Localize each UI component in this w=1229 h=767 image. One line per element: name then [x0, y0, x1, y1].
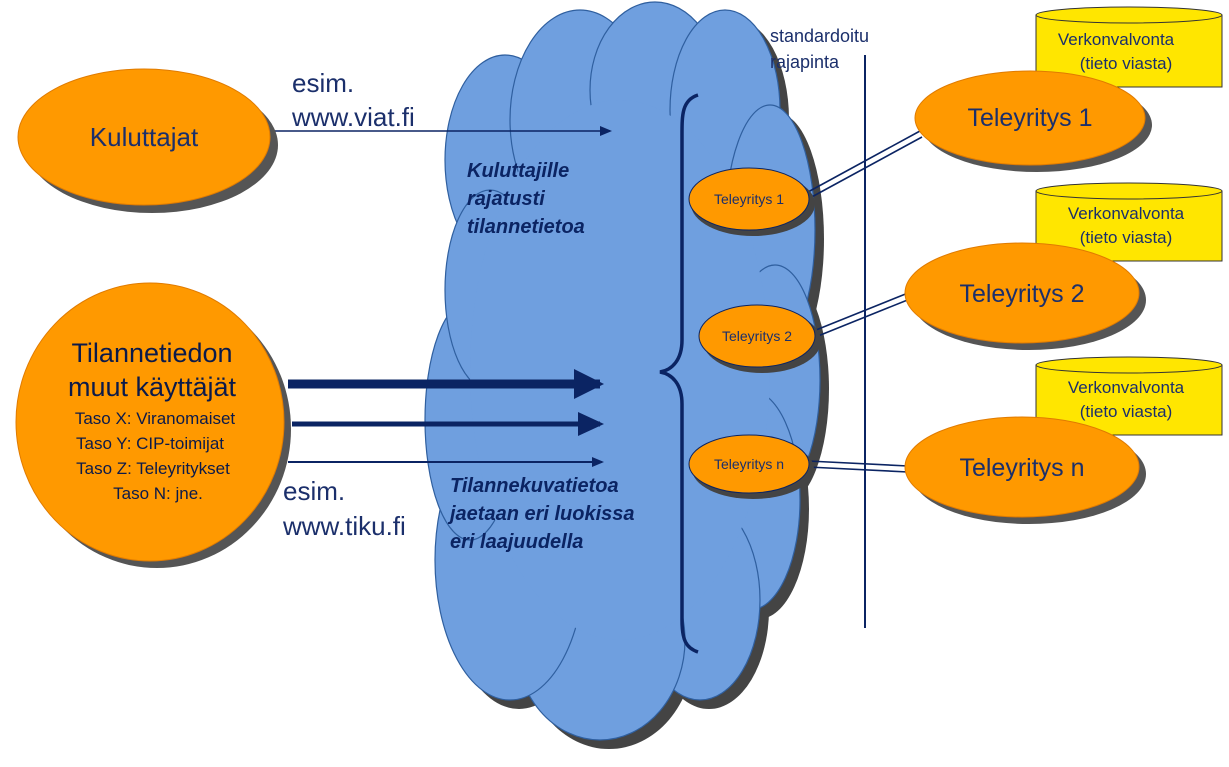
large-node-n-label: Teleyritys n [959, 454, 1084, 482]
level-y: Taso Y: CIP-toimijat [76, 434, 224, 453]
cloud-text-bottom-1: Tilannekuvatietoa [450, 475, 619, 497]
database-2-line2: (tieto viasta) [1080, 228, 1173, 247]
muut-kayttajat-title-1: Tilannetiedon [71, 338, 232, 368]
cloud-core [470, 100, 770, 640]
muut-kayttajat-title-2: muut käyttäjät [68, 372, 237, 402]
cloud [424, 1, 829, 749]
small-node-2-label: Teleyritys 2 [722, 328, 792, 344]
example-top-line1: esim. [292, 68, 354, 98]
interface-label-line2: rajapinta [770, 52, 840, 72]
small-node-n: Teleyritys n [688, 434, 814, 499]
small-node-n-label: Teleyritys n [714, 456, 784, 472]
small-node-1-label: Teleyritys 1 [714, 191, 784, 207]
connector-n [807, 460, 909, 473]
large-node-2-label: Teleyritys 2 [959, 280, 1084, 308]
database-1-line1: Verkonvalvonta [1058, 30, 1175, 49]
large-node-2: Teleyritys 2 [904, 242, 1146, 350]
large-node-1-label: Teleyritys 1 [967, 104, 1092, 132]
small-node-1: Teleyritys 1 [688, 167, 815, 236]
database-n-line2: (tieto viasta) [1080, 402, 1173, 421]
database-2-line1: Verkonvalvonta [1068, 204, 1185, 223]
small-node-2: Teleyritys 2 [698, 304, 821, 373]
kuluttajat-label: Kuluttajat [90, 122, 199, 152]
level-n: Taso N: jne. [113, 484, 203, 503]
curly-brace [659, 93, 699, 654]
database-n-line1: Verkonvalvonta [1068, 378, 1185, 397]
connector-1 [807, 130, 923, 200]
muut-kayttajat-node: Tilannetiedon muut käyttäjät Taso X: Vir… [15, 282, 291, 568]
example-bottom-url: www.tiku.fi [282, 511, 406, 541]
database-1-line2: (tieto viasta) [1080, 54, 1173, 73]
cloud-text-bottom-3: eri laajuudella [450, 531, 583, 553]
example-bottom-line1: esim. [283, 476, 345, 506]
large-node-1: Teleyritys 1 [914, 70, 1152, 172]
connector-2 [815, 292, 911, 337]
level-z: Taso Z: Teleyritykset [76, 459, 230, 478]
cloud-text-bottom-2: jaetaan eri luokissa [447, 503, 635, 525]
kuluttajat-node: Kuluttajat [17, 68, 278, 213]
large-node-n: Teleyritys n [904, 416, 1146, 524]
cloud-text-top-2: rajatusti [467, 188, 545, 210]
interface-label-line1: standardoitu [770, 26, 869, 46]
cloud-text-top-3: tilannetietoa [467, 216, 585, 238]
cloud-text-top-1: Kuluttajille [467, 160, 569, 182]
example-top-url: www.viat.fi [291, 102, 415, 132]
level-x: Taso X: Viranomaiset [75, 409, 236, 428]
